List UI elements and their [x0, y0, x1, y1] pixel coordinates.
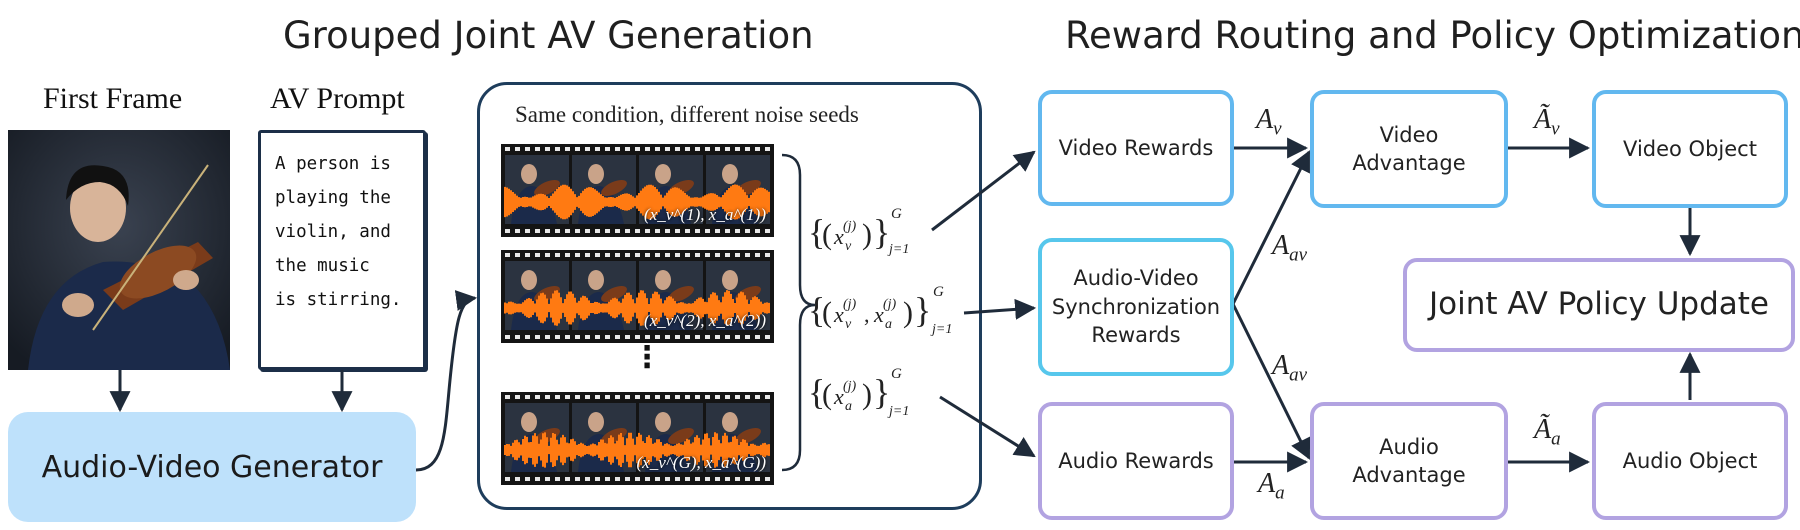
first-frame-image	[8, 130, 230, 370]
arrow-generator-to-group	[415, 290, 478, 472]
edge-label-a-av-top: Aav	[1272, 230, 1308, 266]
joint-policy-update-box: Joint AV Policy Update	[1403, 258, 1795, 352]
set-video: { ( x v (j) ) } G j=1	[808, 206, 909, 257]
svg-text:(j): (j)	[843, 379, 857, 394]
film-strip-sample-1: (x_v^(1), x_a^(1))	[501, 144, 774, 237]
svg-text:}: }	[914, 290, 931, 330]
video-rewards-box: Video Rewards	[1038, 90, 1234, 206]
heading-reward-routing: Reward Routing and Policy Optimization	[1065, 14, 1800, 57]
svg-text:a: a	[885, 317, 892, 332]
audio-advantage-line-1: Audio	[1379, 434, 1439, 459]
svg-text:G: G	[933, 284, 944, 300]
joint-policy-update-label: Joint AV Policy Update	[1429, 286, 1769, 323]
svg-text:v: v	[845, 317, 852, 332]
sync-rewards-line-1: Audio-Video	[1073, 266, 1199, 291]
audio-video-generator-box: Audio-Video Generator	[8, 412, 416, 522]
video-object-box: Video Object	[1592, 90, 1788, 208]
sample-label: (x_v^(G), x_a^(G))	[636, 453, 766, 472]
svg-text:a: a	[845, 399, 852, 414]
video-advantage-line-1: Video	[1379, 122, 1439, 147]
svg-text:x: x	[833, 224, 844, 249]
svg-text:G: G	[891, 206, 902, 222]
violinist-illustration	[8, 130, 230, 370]
svg-text:j=1: j=1	[930, 322, 952, 337]
film-strip-graphic	[501, 392, 774, 485]
film-strip-sample-g: (x_v^(G), x_a^(G))	[501, 392, 774, 485]
svg-text:(j): (j)	[843, 297, 857, 312]
video-advantage-line-2: Advantage	[1352, 151, 1466, 175]
svg-text:x: x	[873, 302, 884, 327]
film-strip-sample-2: (x_v^(2), x_a^(2))	[501, 250, 774, 343]
sample-label: (x_v^(1), x_a^(1))	[644, 205, 766, 224]
audio-rewards-label: Audio Rewards	[1058, 448, 1214, 473]
svg-text:j=1: j=1	[887, 242, 909, 257]
samples-ellipsis: ⋮	[632, 340, 662, 375]
arrow-sync-to-audio-advantage	[1231, 303, 1311, 460]
sample-label: (x_v^(2), x_a^(2))	[644, 311, 766, 330]
svg-text:{: {	[808, 290, 825, 330]
sync-rewards-line-2: Synchronization	[1051, 294, 1221, 319]
set-audio: { ( x a (j) ) } G j=1	[808, 366, 909, 419]
group-caption: Same condition, different noise seeds	[515, 102, 859, 127]
svg-text:(: (	[822, 296, 832, 329]
audio-rewards-box: Audio Rewards	[1038, 402, 1234, 520]
svg-text:(: (	[822, 378, 832, 411]
svg-text:x: x	[833, 384, 844, 409]
svg-text:}: }	[873, 372, 890, 412]
svg-text:j=1: j=1	[887, 404, 909, 419]
svg-text:}: }	[873, 212, 890, 252]
audio-video-generator-label: Audio-Video Generator	[41, 449, 383, 485]
av-prompt-text: A person is playing the violin, and the …	[275, 154, 402, 310]
audio-advantage-line-2: Advantage	[1352, 463, 1466, 487]
edge-label-a-av-bottom: Aav	[1272, 350, 1308, 386]
edge-label-a-v-tilde: Ãv	[1534, 104, 1560, 140]
film-strip-graphic	[501, 250, 774, 343]
arrow-sync-to-video-advantage	[1231, 150, 1311, 305]
av-prompt-label: AV Prompt	[270, 82, 405, 115]
audio-object-box: Audio Object	[1592, 402, 1788, 520]
svg-text:): )	[862, 378, 872, 411]
edge-label-a-v: Av	[1256, 104, 1282, 140]
av-prompt-card: A person is playing the violin, and the …	[258, 130, 426, 370]
svg-text:(j): (j)	[883, 297, 897, 312]
edge-label-a-a: Aa	[1258, 468, 1285, 504]
svg-text:(: (	[822, 218, 832, 251]
svg-text:v: v	[845, 239, 852, 254]
sync-rewards-line-3: Rewards	[1091, 323, 1181, 348]
svg-text:{: {	[808, 372, 825, 412]
svg-text:{: {	[808, 212, 825, 252]
edge-label-a-a-tilde: Ãa	[1534, 414, 1561, 450]
heading-grouped-generation: Grouped Joint AV Generation	[283, 14, 814, 57]
video-advantage-box: Video Advantage	[1310, 90, 1508, 208]
svg-text:G: G	[891, 366, 902, 382]
sync-rewards-box: Audio-Video Synchronization Rewards	[1038, 238, 1234, 376]
audio-advantage-box: Audio Advantage	[1310, 402, 1508, 520]
set-joint: { ( x v (j) , x a (j) ) } G j=1	[808, 284, 952, 337]
video-object-label: Video Object	[1623, 136, 1757, 161]
video-rewards-label: Video Rewards	[1058, 135, 1214, 160]
svg-text:,: ,	[864, 302, 870, 327]
svg-text:x: x	[833, 302, 844, 327]
arrow-set-to-sync-rewards	[963, 298, 1037, 320]
first-frame-label: First Frame	[43, 82, 183, 115]
svg-text:): )	[862, 218, 872, 251]
audio-object-label: Audio Object	[1622, 448, 1758, 473]
film-strip-graphic	[501, 144, 774, 237]
svg-text:(j): (j)	[843, 219, 857, 234]
arrow-set-to-audio-rewards	[939, 395, 1036, 458]
arrow-set-to-video-rewards	[931, 150, 1036, 232]
group-brace	[781, 153, 816, 472]
svg-text:): )	[903, 296, 913, 329]
